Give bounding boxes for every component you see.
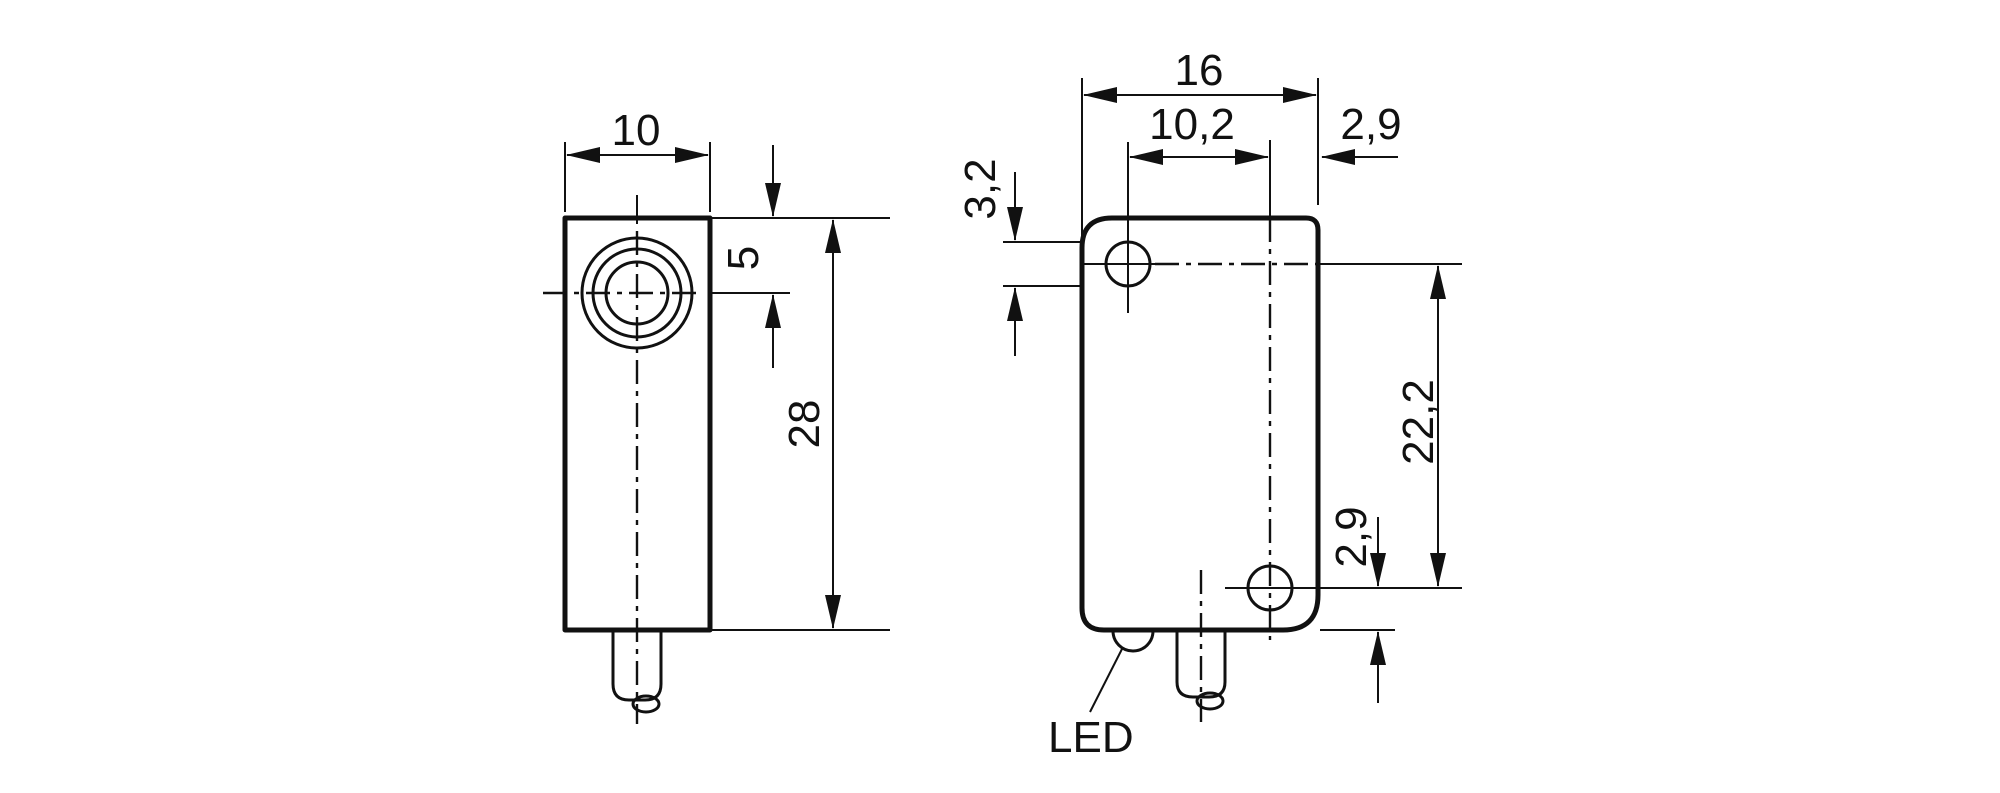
- dimension-front-width: 10: [564, 106, 711, 212]
- dim-label-hole-diameter: 3,2: [956, 158, 1005, 219]
- dimension-hole-to-bottom-edge: 2,9: [1320, 506, 1395, 703]
- front-cable-end-loop: [631, 694, 661, 714]
- side-view: LED 16 10,2 2,9 3,2: [956, 46, 1462, 762]
- side-body-outline: [1079, 215, 1321, 633]
- dimension-hole-inset-horizontal: 10,2: [1129, 100, 1269, 165]
- led-callout: LED: [1048, 630, 1155, 762]
- dim-label-front-width: 10: [612, 106, 661, 155]
- dimension-corner-offset-top: 2,9: [1321, 100, 1402, 165]
- dim-label-front-height: 28: [780, 400, 829, 449]
- dim-label-hole-inset: 10,2: [1149, 100, 1235, 149]
- dimension-front-height: 28: [712, 219, 890, 631]
- led-dome: [1111, 630, 1155, 653]
- dim-label-corner-offset-top: 2,9: [1340, 100, 1401, 149]
- led-label: LED: [1048, 713, 1134, 762]
- dim-label-hole-to-bottom-edge: 2,9: [1327, 506, 1376, 567]
- side-cable-end-loop: [1195, 691, 1225, 711]
- front-view: 10 5 28: [543, 106, 890, 724]
- dim-label-hole-spacing: 22,2: [1394, 379, 1443, 465]
- dim-label-front-face-offset: 5: [719, 246, 768, 270]
- dimension-hole-diameter: 3,2: [956, 158, 1080, 356]
- dim-label-side-width: 16: [1175, 46, 1224, 95]
- dimension-hole-spacing-vertical: 22,2: [1394, 265, 1446, 587]
- led-leader-line: [1089, 648, 1123, 713]
- dimension-side-width: 16: [1081, 46, 1319, 245]
- dimension-front-face-offset: 5: [708, 145, 890, 368]
